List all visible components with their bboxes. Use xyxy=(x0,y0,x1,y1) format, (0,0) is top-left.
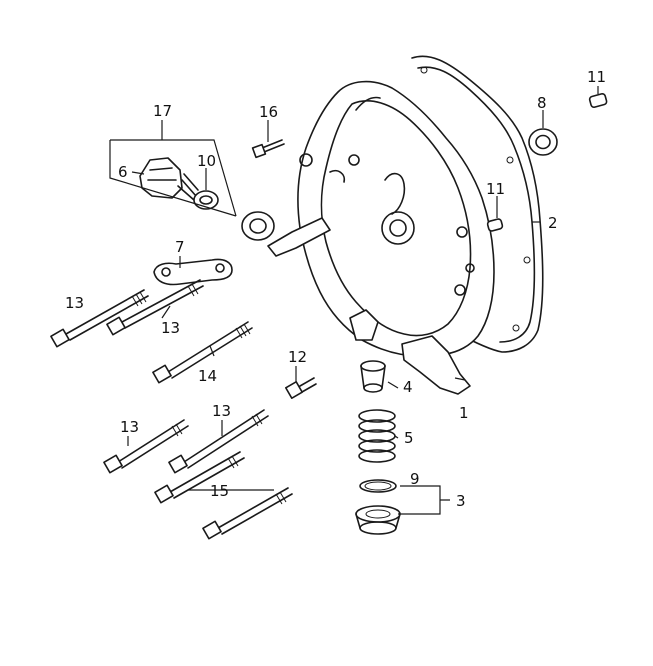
callout-7: 7 xyxy=(175,238,185,256)
gasket xyxy=(411,55,544,353)
spacer-collar xyxy=(360,360,386,393)
callout-13-lower-right: 13 xyxy=(212,402,231,420)
bolt-12 xyxy=(285,377,317,399)
long-bolt-15-b xyxy=(202,487,293,540)
callout-5: 5 xyxy=(404,429,414,447)
oil-seal xyxy=(528,128,558,156)
callout-12: 12 xyxy=(288,348,307,366)
long-bolt-13-a xyxy=(50,289,149,348)
drain-plug xyxy=(355,505,401,535)
callout-4: 4 xyxy=(403,378,413,396)
callout-11-upper: 11 xyxy=(587,68,606,86)
callout-11-cover: 11 xyxy=(486,180,505,198)
callout-9: 9 xyxy=(410,470,420,488)
o-ring xyxy=(359,479,397,493)
callout-2: 2 xyxy=(548,214,558,232)
leader-lines xyxy=(109,86,599,515)
callout-14: 14 xyxy=(198,367,217,385)
callout-8: 8 xyxy=(537,94,547,112)
long-bolt-14 xyxy=(152,321,253,384)
callout-15: 15 xyxy=(210,482,229,500)
spring xyxy=(358,409,396,463)
long-bolt-15-a xyxy=(154,451,245,504)
long-bolt-13-d xyxy=(168,409,269,474)
callout-13-lower-left: 13 xyxy=(120,418,139,436)
callout-16: 16 xyxy=(259,103,278,121)
filler-cap-assembly xyxy=(139,157,219,210)
callout-3: 3 xyxy=(456,492,466,510)
callout-10: 10 xyxy=(197,152,216,170)
callout-13-upper-right: 13 xyxy=(161,319,180,337)
dowel-pin-upper xyxy=(588,92,608,108)
callout-1: 1 xyxy=(459,404,469,422)
bracket xyxy=(153,258,233,286)
long-bolt-13-c xyxy=(103,419,189,474)
crankcase-cover xyxy=(241,80,495,395)
callout-13-upper-left: 13 xyxy=(65,294,84,312)
bolt-16 xyxy=(251,139,285,159)
long-bolt-13-b xyxy=(106,279,204,336)
callout-labels: 1 2 3 4 5 6 7 8 9 10 11 11 12 13 13 13 1… xyxy=(65,68,606,510)
callout-6: 6 xyxy=(118,163,128,181)
callout-17: 17 xyxy=(153,102,172,120)
dowel-pin-cover xyxy=(486,218,504,232)
